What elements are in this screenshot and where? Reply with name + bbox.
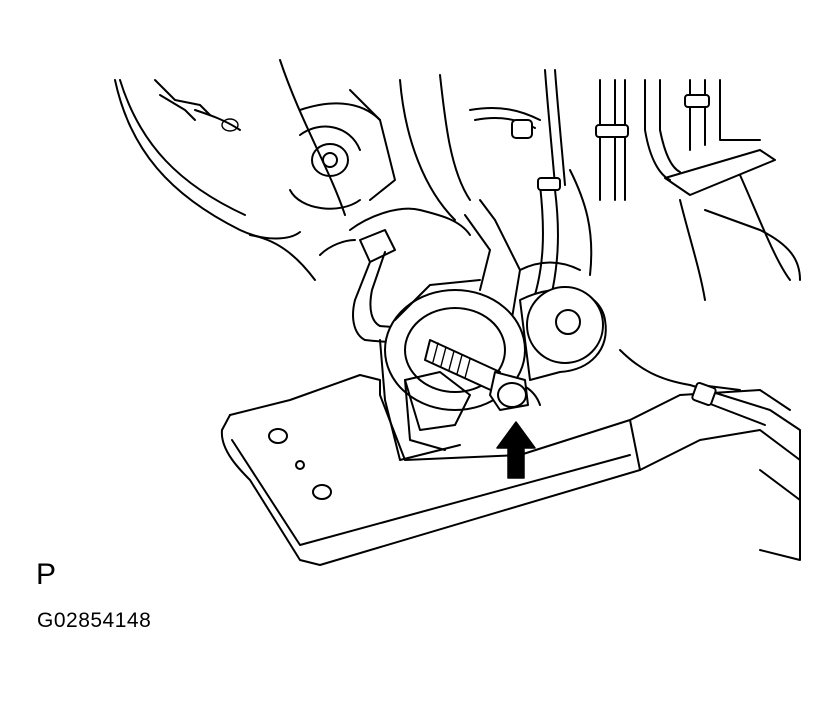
wiring-harness <box>469 69 566 321</box>
up-arrow-icon <box>496 421 536 479</box>
view-letter-label: P <box>36 558 57 591</box>
figure-code-label: G02854148 <box>37 609 152 632</box>
engine-block <box>114 59 471 281</box>
sensor-connector <box>154 79 241 132</box>
exhaust-pipes <box>595 79 801 301</box>
mount-bracket <box>319 169 593 331</box>
mount-arm <box>499 286 607 406</box>
side-rail <box>689 381 801 561</box>
mount-base-bracket <box>404 371 471 451</box>
mount-bolt <box>424 339 529 411</box>
